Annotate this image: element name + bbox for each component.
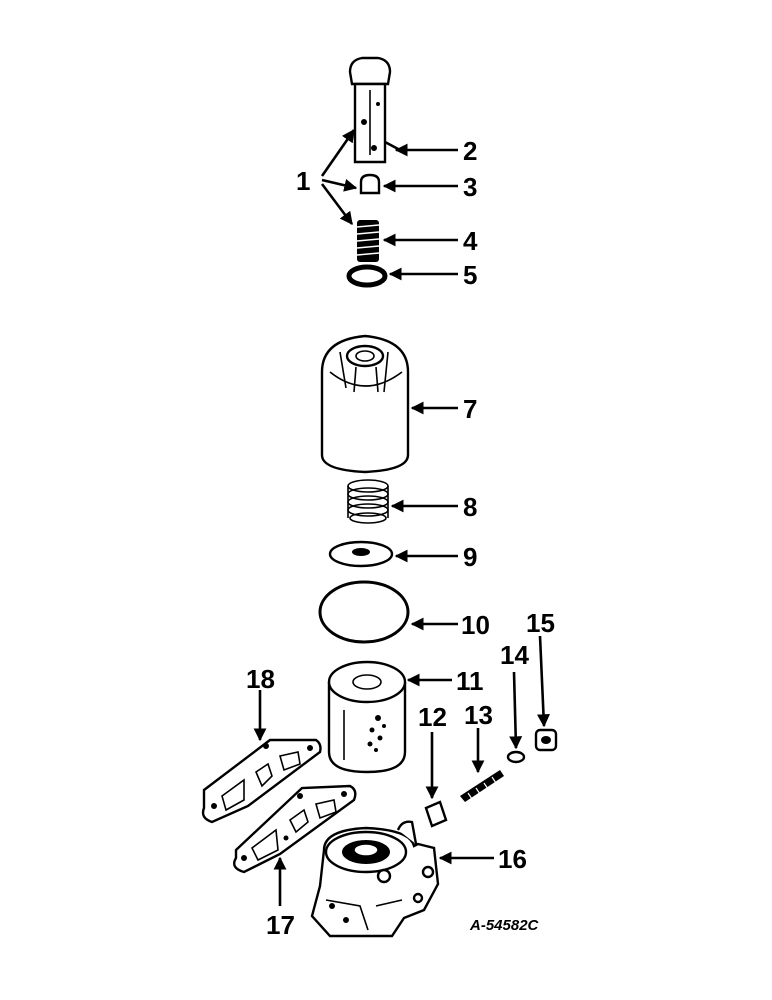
part-valve-plug xyxy=(359,173,381,195)
part-spring xyxy=(347,479,389,524)
part-small-ring xyxy=(506,750,526,764)
part-small-plug xyxy=(424,800,448,828)
part-filter-shell xyxy=(320,334,410,474)
drawing-reference-code: A-54582C xyxy=(469,917,540,934)
part-small-washer xyxy=(346,264,388,288)
callout-15: 15 xyxy=(526,608,555,638)
part-gasket-lower xyxy=(233,784,357,874)
part-o-ring xyxy=(318,580,410,644)
callout-18: 18 xyxy=(246,664,275,694)
callout-5: 5 xyxy=(463,260,477,290)
callout-1: 1 xyxy=(296,166,310,196)
callout-14: 14 xyxy=(500,640,529,670)
callout-10: 10 xyxy=(461,610,490,640)
part-gasket-upper xyxy=(201,738,322,824)
part-drain-plug xyxy=(534,728,558,752)
callout-9: 9 xyxy=(463,542,477,572)
part-filter-base xyxy=(310,820,440,938)
callout-4: 4 xyxy=(463,226,478,256)
callout-17: 17 xyxy=(266,910,295,940)
part-large-washer xyxy=(328,540,394,568)
callout-11: 11 xyxy=(456,666,484,696)
callout-7: 7 xyxy=(463,394,477,424)
callout-3: 3 xyxy=(463,172,477,202)
leader-lines xyxy=(253,128,550,906)
callout-12: 12 xyxy=(418,702,447,732)
callout-16: 16 xyxy=(498,844,527,874)
part-filter-element xyxy=(327,660,407,774)
callout-13: 13 xyxy=(464,700,493,730)
part-small-spring xyxy=(356,220,380,262)
callout-2: 2 xyxy=(463,136,477,166)
part-center-bolt xyxy=(348,56,392,164)
callout-8: 8 xyxy=(463,492,477,522)
part-threaded-pin xyxy=(460,770,504,802)
